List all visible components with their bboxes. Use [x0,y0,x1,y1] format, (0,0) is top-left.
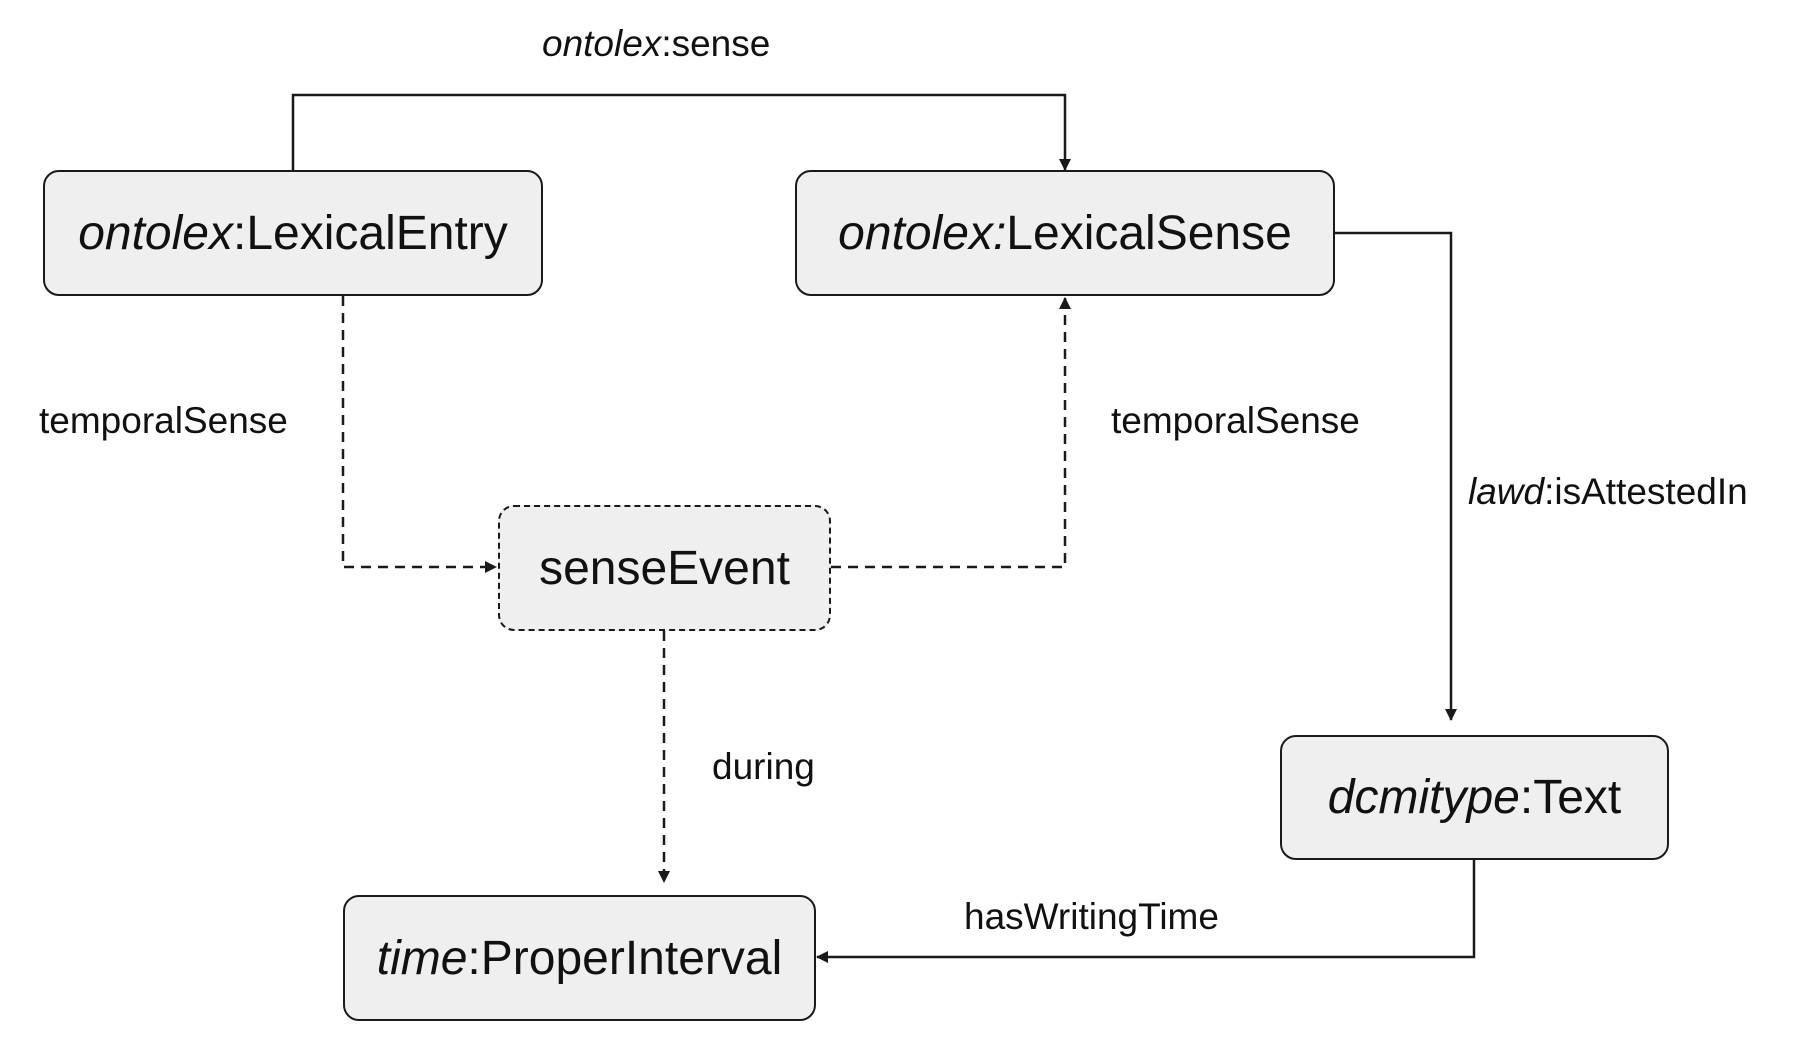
edge-label-sense: ontolex:sense [542,25,770,62]
node-dcmitype-text-prefix: dcmitype [1327,771,1520,824]
node-dcmitype-text-sep: : [1519,771,1534,824]
edge-label-sense-name: sense [671,23,771,64]
edge-temporal-sense-left [341,296,497,573]
edge-label-temporal-sense-left: temporalSense [39,402,288,439]
edge-temporal-sense-right [831,297,1071,569]
node-lexical-sense: ontolex:LexicalSense [795,170,1335,296]
node-lexical-sense-prefix: ontolex: [838,206,1007,260]
edge-is-attested-in [1335,231,1457,721]
edge-label-sense-sep: : [661,23,672,64]
node-sense-event-name: senseEvent [539,541,790,595]
edge-has-writing-time [816,860,1476,963]
edge-label-has-writing-time: hasWritingTime [964,898,1219,935]
node-proper-interval-sep: : [467,931,481,985]
node-lexical-sense-name: LexicalSense [1006,206,1292,260]
node-sense-event: senseEvent [498,505,831,631]
node-proper-interval-prefix: time [376,931,468,985]
edge-label-is-attested-in-sep: : [1544,471,1555,512]
edge-label-is-attested-in: lawd:isAttestedIn [1468,473,1748,510]
edge-label-is-attested-in-name: isAttestedIn [1554,471,1748,512]
node-lexical-entry-prefix: ontolex [78,206,233,260]
edge-label-sense-prefix: ontolex [542,23,662,64]
edge-label-is-attested-in-prefix: lawd [1468,471,1545,512]
node-proper-interval-name: ProperInterval [480,931,783,985]
edge-label-during: during [712,748,815,785]
node-lexical-entry: ontolex:LexicalEntry [43,170,543,296]
node-dcmitype-text: dcmitype:Text [1280,735,1669,860]
edge-label-during-name: during [712,746,815,787]
edge-label-has-writing-time-name: hasWritingTime [964,896,1219,937]
edge-label-temporal-sense-right: temporalSense [1111,402,1360,439]
node-lexical-entry-name: LexicalEntry [246,206,508,260]
node-lexical-entry-sep: : [232,206,247,260]
edge-sense [291,93,1071,171]
node-dcmitype-text-name: Text [1533,771,1622,824]
edge-label-temporal-sense-left-name: temporalSense [39,400,288,441]
edge-label-temporal-sense-right-name: temporalSense [1111,400,1360,441]
node-proper-interval: time:ProperInterval [343,895,816,1021]
